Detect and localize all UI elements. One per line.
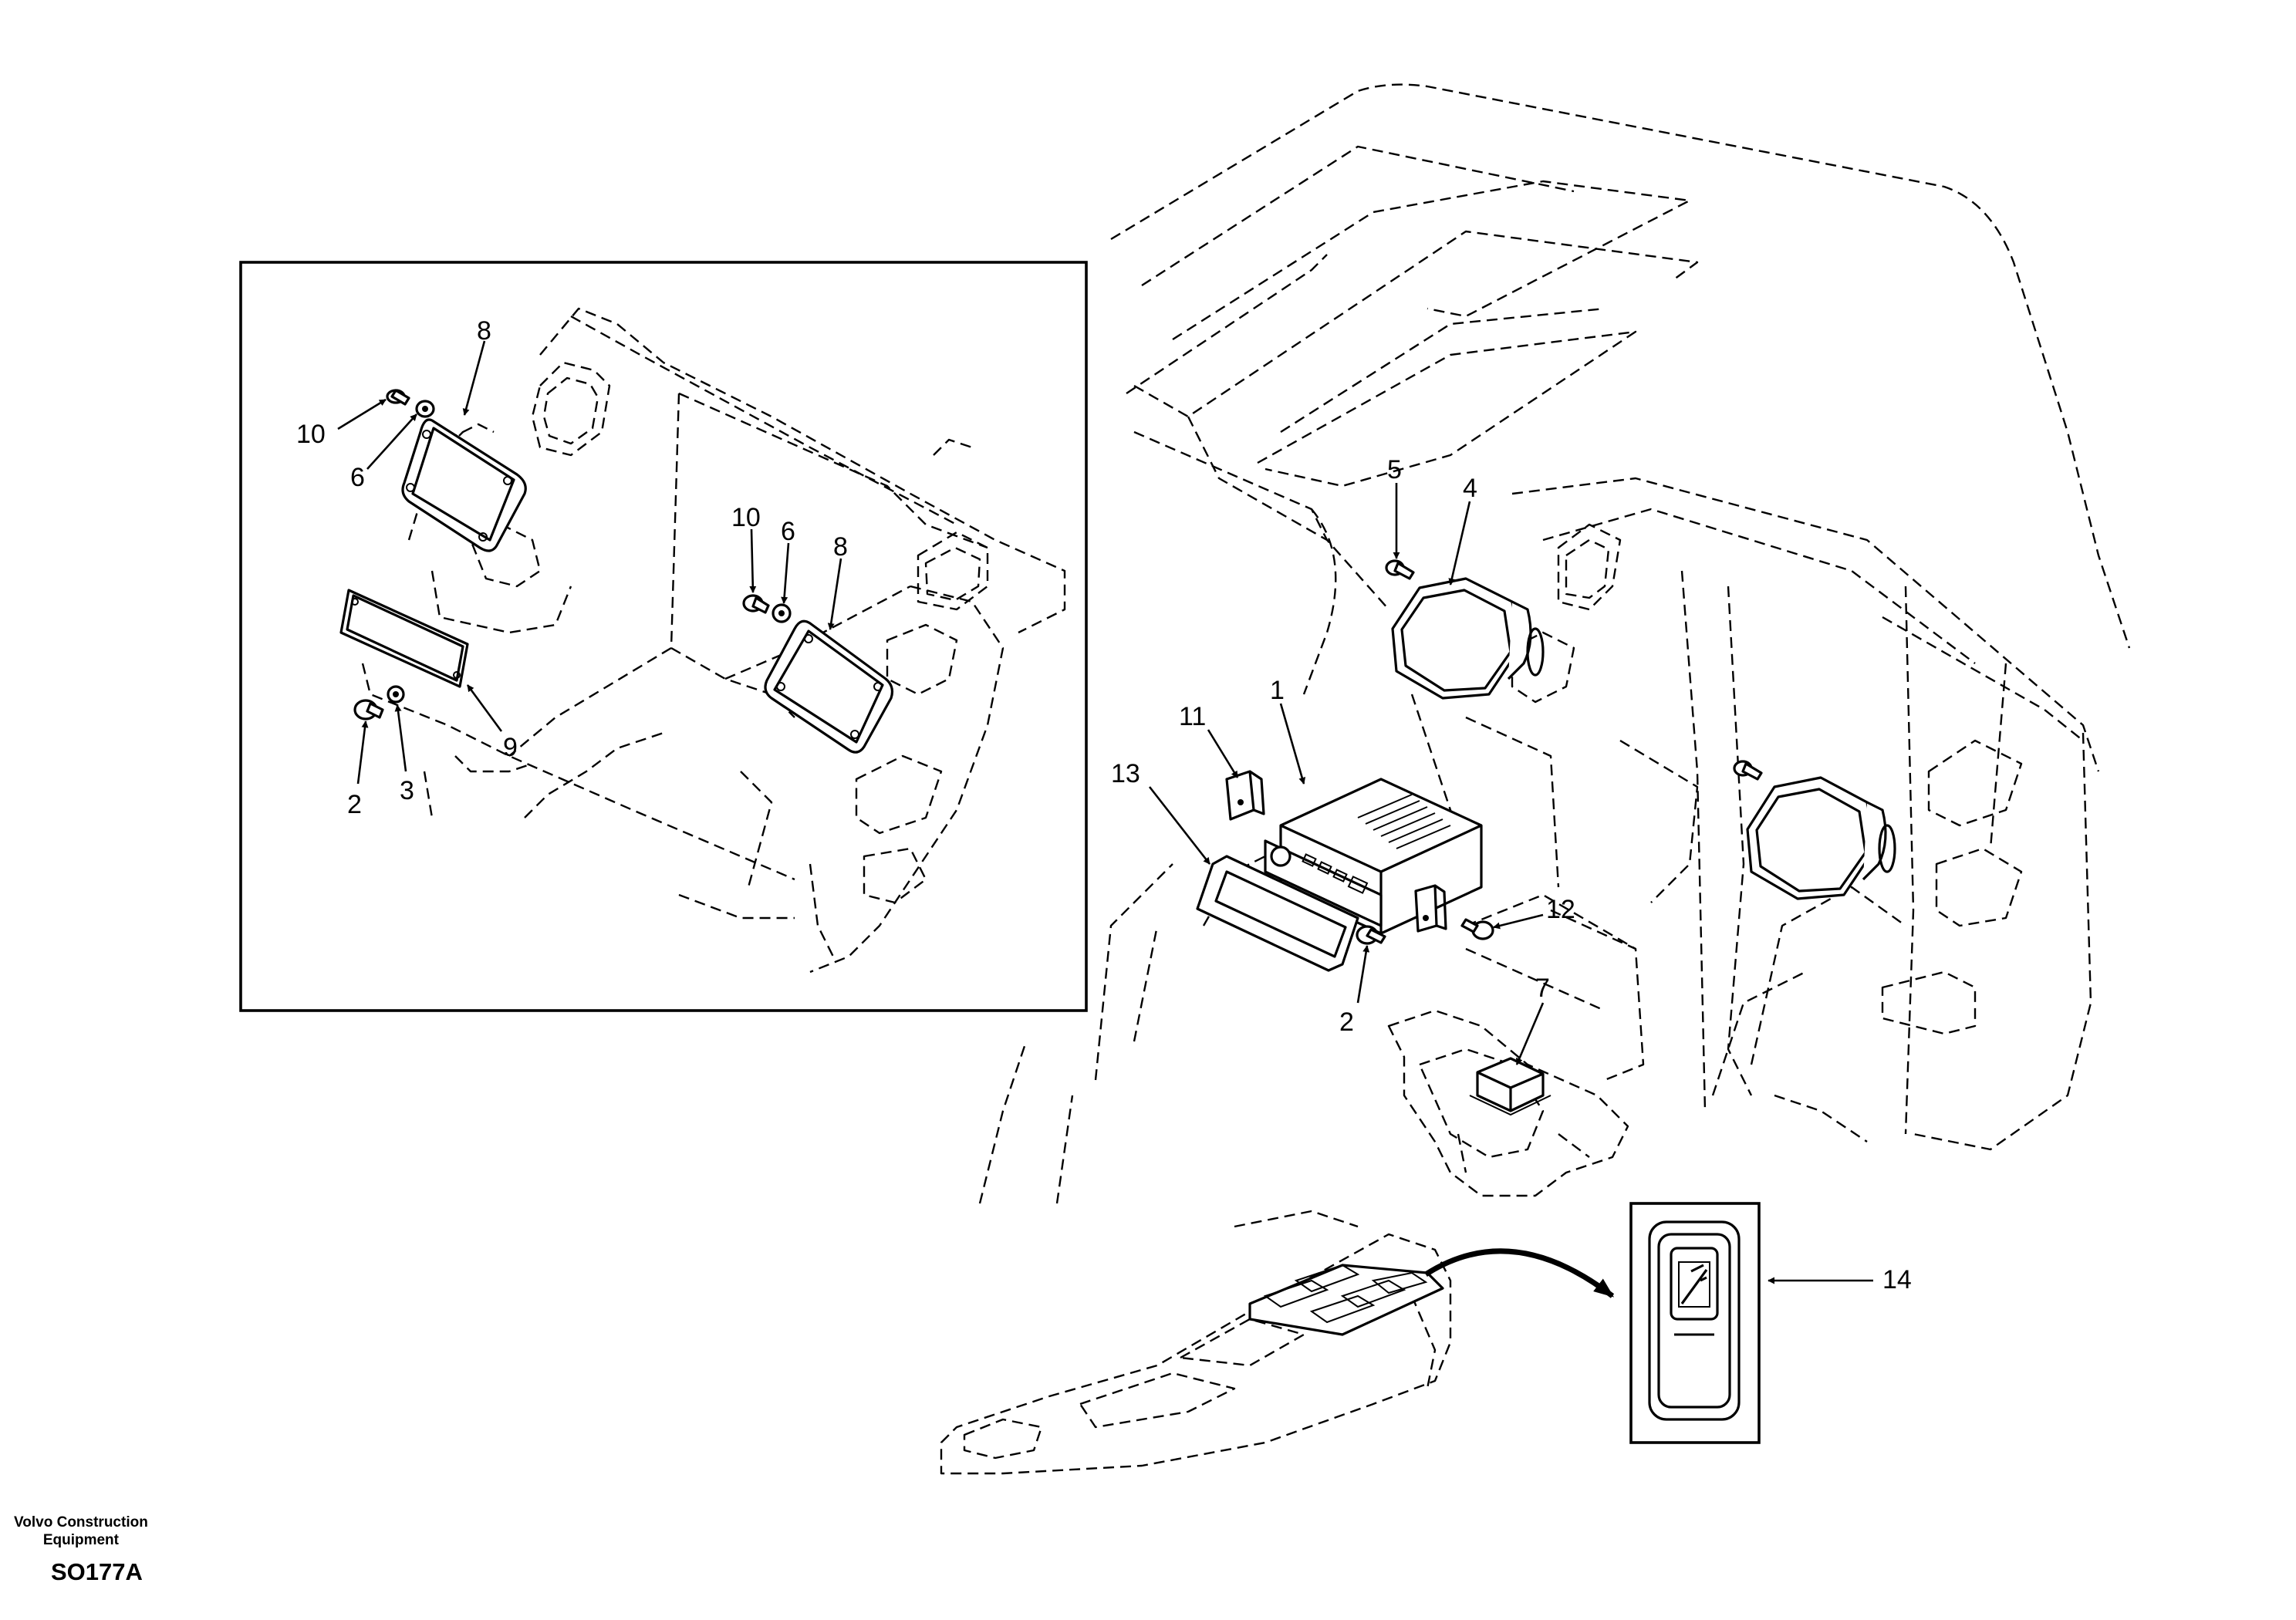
leader-lines <box>337 340 1873 1284</box>
callout-14: 14 <box>1882 1265 1912 1294</box>
callout-10-inset-left: 10 <box>296 420 326 449</box>
callout-6-inset-left: 6 <box>350 463 365 492</box>
callout-13: 13 <box>1111 759 1140 788</box>
callout-labels: 8 10 6 10 6 8 9 2 3 5 4 1 11 13 12 2 7 1… <box>296 316 1912 1294</box>
cover-plate-8-right <box>742 594 894 754</box>
switch-detail-14 <box>1629 1202 1761 1444</box>
callout-7: 7 <box>1535 974 1550 1003</box>
zoom-arrow <box>1424 1248 1615 1298</box>
callout-4: 4 <box>1463 474 1477 503</box>
inset-frame <box>239 261 1088 1012</box>
callout-12: 12 <box>1546 895 1575 924</box>
callout-9-inset: 9 <box>503 733 518 762</box>
speaker-4 <box>1385 559 1545 700</box>
callout-2-inset: 2 <box>347 790 362 819</box>
brand-line-2: Equipment <box>42 1532 119 1548</box>
cover-plate-9 <box>339 589 469 721</box>
brand-line-1: Volvo Construction <box>14 1514 148 1531</box>
callout-2: 2 <box>1339 1007 1354 1037</box>
relay-7 <box>1469 1057 1551 1116</box>
callout-8-inset-top: 8 <box>477 316 491 346</box>
callout-8-inset-right: 8 <box>833 532 848 562</box>
callout-5: 5 <box>1387 455 1402 484</box>
switch-panel <box>1248 1264 1444 1336</box>
callout-6-inset-right: 6 <box>781 517 795 546</box>
speaker-right <box>1733 760 1896 900</box>
footer-block: Volvo Construction Equipment SO177A <box>14 1514 148 1586</box>
bracket-right <box>1356 884 1494 945</box>
switch-detail-frame <box>1629 1202 1761 1444</box>
cover-plate-8-top <box>386 389 527 552</box>
callout-3-inset: 3 <box>400 776 414 805</box>
bezel-13 <box>1196 855 1359 972</box>
callout-1: 1 <box>1270 676 1285 705</box>
callout-10-inset-right: 10 <box>731 503 761 532</box>
drawing-code: SO177A <box>51 1558 143 1585</box>
bracket-11 <box>1225 770 1265 821</box>
callout-11: 11 <box>1179 702 1206 731</box>
